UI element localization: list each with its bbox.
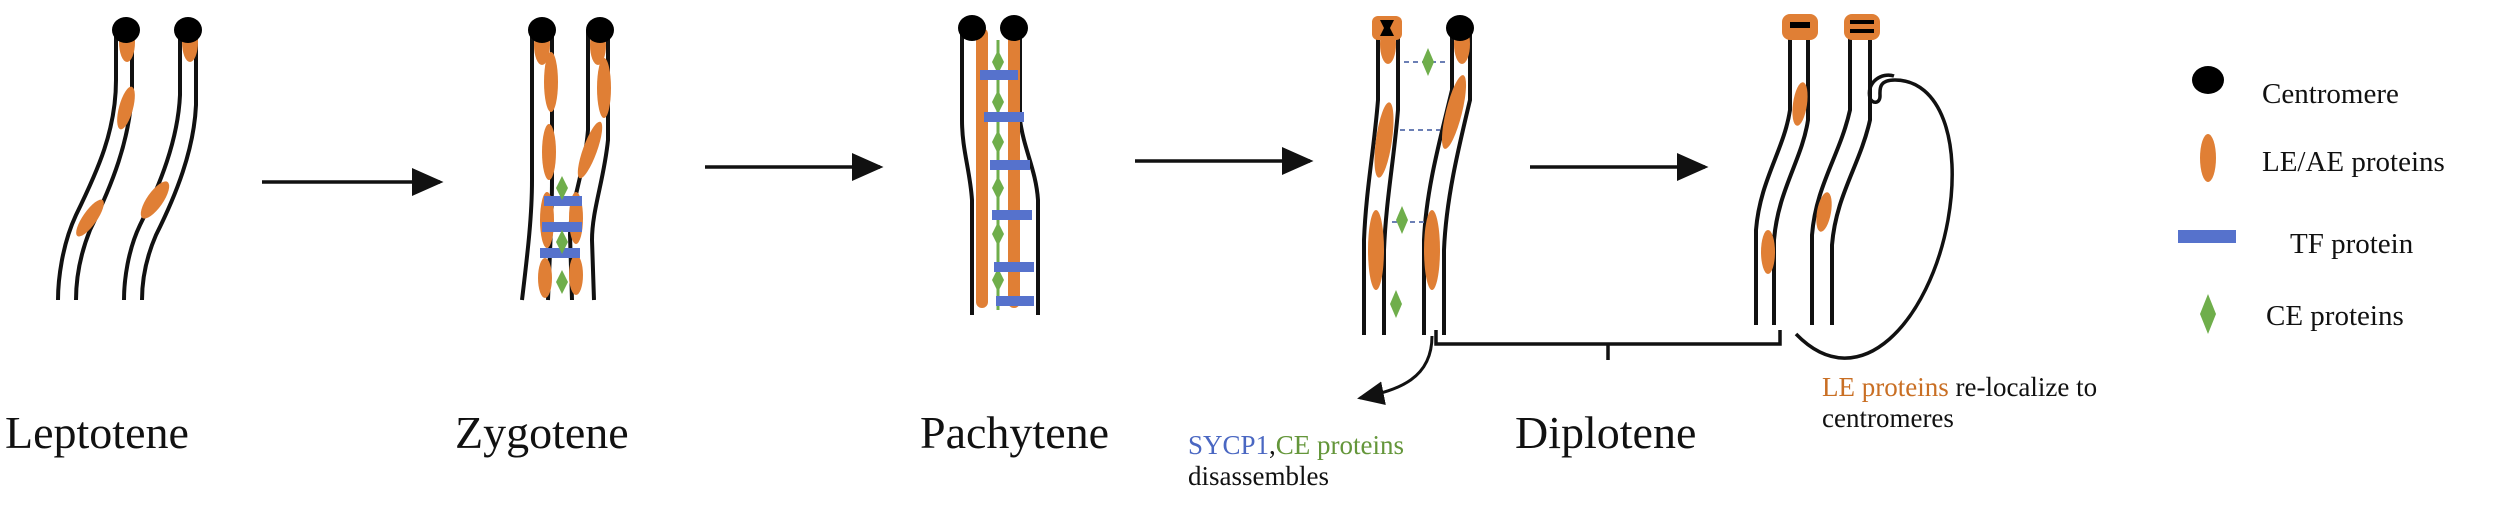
legend — [2178, 66, 2236, 334]
tf-legend-icon — [2178, 230, 2236, 243]
legend-label-tf: TF protein — [2290, 228, 2414, 260]
centromere-icon — [1850, 20, 1874, 24]
legend-label-le-ae: LE/AE proteins — [2262, 146, 2445, 178]
disassembly-note: SYCP1,CE proteins disassembles — [1188, 430, 1404, 492]
disassembly-arrow — [1357, 335, 1434, 406]
le-ae-legend-icon — [2200, 134, 2216, 182]
pachytene-chromosomes — [958, 15, 1040, 315]
centromere-legend-icon — [2192, 66, 2224, 94]
le-proteins-text: LE proteins — [1822, 372, 1949, 402]
centromere-icon — [174, 17, 202, 43]
zygotene-chromosomes — [520, 17, 614, 301]
ce-legend-icon — [2200, 294, 2216, 334]
diplotene-bracket — [1434, 330, 1782, 360]
stage-label-zygotene: Zygotene — [455, 407, 629, 458]
diplotene-early-chromosomes — [1362, 15, 1474, 335]
sycp1-text: SYCP1 — [1188, 430, 1270, 460]
centromere-icon — [1790, 22, 1810, 28]
stage-label-pachytene: Pachytene — [920, 407, 1110, 458]
comma-text: , — [1269, 430, 1276, 460]
ce-proteins-text: CE proteins — [1275, 430, 1405, 460]
centromeres-text: centromeres — [1822, 403, 1954, 433]
centromere-icon — [586, 17, 614, 43]
stage-label-leptotene: Leptotene — [5, 407, 189, 458]
leptotene-chromosomes — [56, 17, 202, 301]
relocalize-loop-arrow — [1794, 73, 1954, 360]
centromere-icon — [528, 17, 556, 43]
centromere-icon — [1446, 15, 1474, 41]
centromere-icon — [1380, 20, 1394, 36]
legend-label-centromere: Centromere — [2262, 78, 2399, 110]
centromere-icon — [1000, 15, 1028, 41]
relocalize-text: re-localize to — [1948, 372, 2098, 402]
relocalize-note: LE proteins re-localize to centromeres — [1822, 372, 2097, 434]
stage-label-diplotene: Diplotene — [1515, 407, 1697, 458]
diplotene-late-chromosomes — [1754, 14, 1954, 360]
legend-label-ce: CE proteins — [2266, 300, 2404, 332]
centromere-icon — [112, 17, 140, 43]
centromere-icon — [958, 15, 986, 41]
disassembles-text: disassembles — [1188, 461, 1329, 491]
